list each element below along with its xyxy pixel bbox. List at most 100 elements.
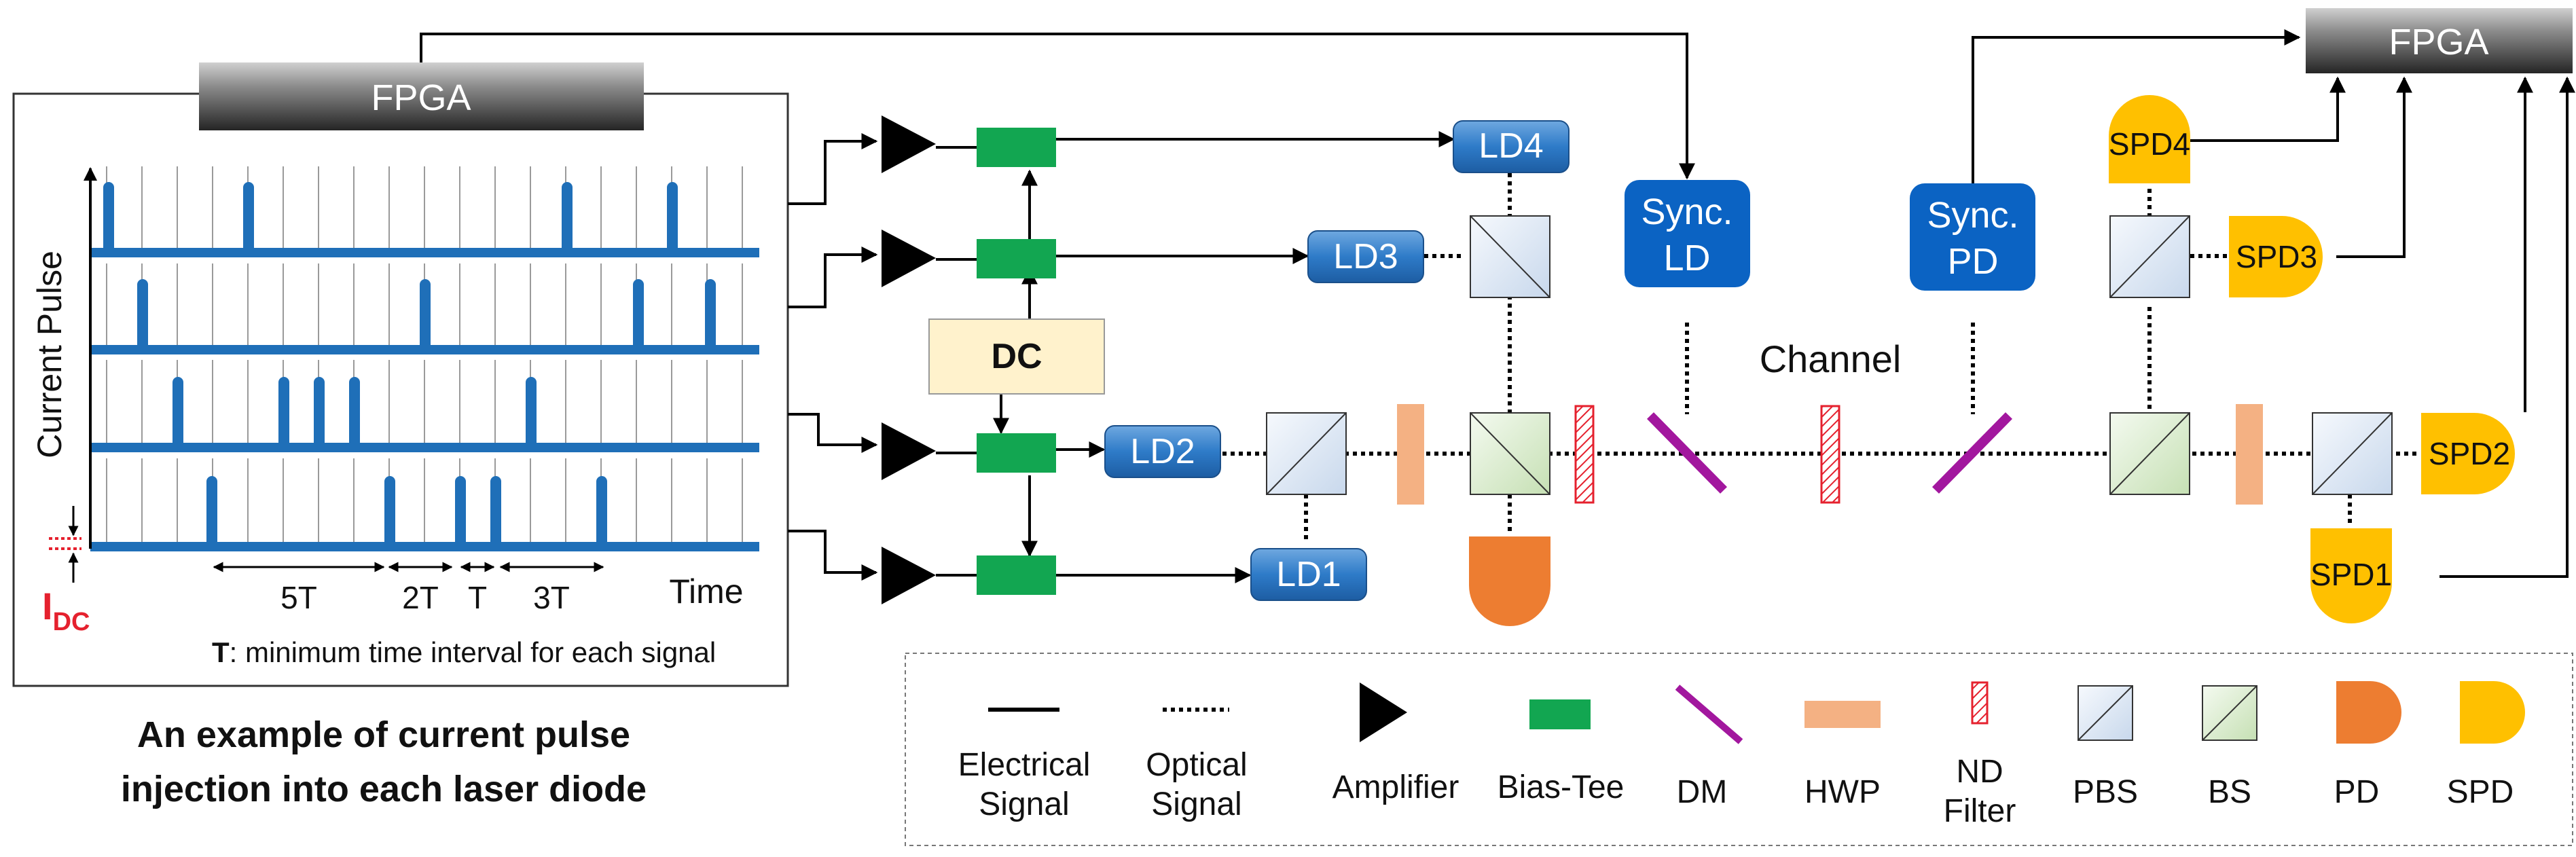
current-pulse xyxy=(384,476,395,544)
current-pulse xyxy=(705,279,716,347)
legend-electrical-line1: Electrical xyxy=(958,747,1091,783)
pd-icon xyxy=(2336,681,2401,744)
sync-ld-line1: Sync. xyxy=(1641,192,1733,232)
legend-hwp: HWP xyxy=(1804,774,1881,810)
legend-bs: BS xyxy=(2208,774,2251,810)
spd1-label: SPD1 xyxy=(2310,557,2392,592)
sync-ld-line2: LD xyxy=(1663,238,1710,278)
ld1-label: LD1 xyxy=(1276,555,1341,594)
bias-tees xyxy=(977,128,1056,595)
legend-optical-line2: Signal xyxy=(1151,786,1241,822)
bs-cube xyxy=(2109,412,2190,495)
pulse-traces xyxy=(90,166,759,551)
pulse-baseline xyxy=(90,443,759,452)
current-pulse xyxy=(420,279,431,347)
dichroic-mirror-icon xyxy=(1647,412,1727,494)
ld2-label: LD2 xyxy=(1130,432,1195,471)
channel-label: Channel xyxy=(1760,338,1902,380)
amplifier-icon xyxy=(1360,682,1407,742)
legend-spd: SPD xyxy=(2447,774,2514,810)
pbs-cube xyxy=(2312,412,2393,495)
y-axis-label: Current Pulse xyxy=(31,251,69,458)
current-pulse xyxy=(633,279,644,347)
amplifier-icon xyxy=(882,422,936,480)
current-pulse xyxy=(137,279,148,347)
current-pulse xyxy=(455,476,466,544)
legend-bias-tee: Bias-Tee xyxy=(1498,769,1625,805)
pbs-cube xyxy=(2109,215,2190,298)
bs-cube xyxy=(1470,412,1550,495)
amplifiers xyxy=(882,115,936,604)
nd-filter-icon xyxy=(1820,405,1840,504)
fpga-right: FPGA xyxy=(2306,8,2573,73)
legend-optical-line1: Optical xyxy=(1146,747,1247,783)
legend-pbs: PBS xyxy=(2073,774,2138,810)
pulse-panel: Current Pulse IDC 5T 2T T 3T Time T: min… xyxy=(12,92,789,687)
ld1: LD1 xyxy=(1250,548,1367,601)
legend-pd: PD xyxy=(2334,774,2380,810)
current-pulse xyxy=(562,182,573,250)
pulse-baseline xyxy=(90,345,759,354)
spd3-label: SPD3 xyxy=(2236,239,2317,274)
pbs-cube xyxy=(1266,412,1347,495)
ld2: LD2 xyxy=(1104,425,1221,478)
current-pulse xyxy=(667,182,678,250)
fpga-left-label: FPGA xyxy=(371,77,471,118)
ld4-label: LD4 xyxy=(1479,126,1543,166)
legend: Electrical Signal Optical Signal Amplifi… xyxy=(905,653,2573,846)
pulse-baseline xyxy=(90,248,759,257)
interval-note: T: minimum time interval for each signal xyxy=(212,636,716,668)
current-pulse xyxy=(596,476,607,544)
x-axis-label: Time xyxy=(669,572,743,610)
caption-line-1: An example of current pulse xyxy=(137,714,630,755)
dc-label: DC xyxy=(991,337,1042,376)
caption-line-2: injection into each laser diode xyxy=(121,769,647,809)
pulse-baseline xyxy=(90,542,759,551)
current-pulse xyxy=(526,377,537,445)
spd-icon xyxy=(2460,681,2525,744)
ld3: LD3 xyxy=(1307,230,1424,283)
fpga-right-label: FPGA xyxy=(2389,22,2488,62)
fpga-left: FPGA xyxy=(199,62,644,130)
legend-dm: DM xyxy=(1677,774,1728,810)
current-pulse xyxy=(243,182,254,250)
interval-3t: 3T xyxy=(533,580,570,615)
ld3-label: LD3 xyxy=(1333,237,1398,276)
pd-icon xyxy=(1469,536,1550,626)
current-pulse xyxy=(314,377,325,445)
dc-source: DC xyxy=(928,318,1105,395)
legend-nd-line2: Filter xyxy=(1944,793,2016,829)
ld4: LD4 xyxy=(1453,120,1570,173)
interval-2t: 2T xyxy=(402,580,439,615)
amplifier-icon xyxy=(882,115,936,173)
spd2: SPD2 xyxy=(2421,413,2515,494)
spd2-label: SPD2 xyxy=(2429,436,2510,471)
sync-ld: Sync. LD xyxy=(1625,180,1750,287)
sync-pd: Sync. PD xyxy=(1910,183,2035,291)
half-wave-plate-icon xyxy=(1804,701,1881,728)
sync-pd-line1: Sync. xyxy=(1927,195,2018,236)
bias-tee-icon xyxy=(977,433,1056,473)
pbs-cube xyxy=(1470,215,1550,298)
idc-label: IDC xyxy=(42,585,90,636)
dichroic-mirror-icon xyxy=(1675,685,1743,744)
bias-tee-icon xyxy=(1529,699,1591,729)
amplifier-icon xyxy=(882,547,936,604)
legend-electrical-line2: Signal xyxy=(979,786,1069,822)
nd-filter-icon xyxy=(1971,681,1989,725)
dichroic-mirror-icon xyxy=(1932,412,2012,494)
legend-nd-line1: ND xyxy=(1956,754,2003,790)
current-pulse xyxy=(278,377,289,445)
current-pulse xyxy=(206,476,217,544)
legend-amplifier: Amplifier xyxy=(1332,769,1459,805)
spd1: SPD1 xyxy=(2310,528,2392,623)
current-pulse xyxy=(173,377,183,445)
bias-tee-icon xyxy=(977,555,1056,595)
interval-t: T xyxy=(468,580,487,615)
electrical-wires xyxy=(420,29,2575,583)
interval-5t: 5T xyxy=(280,580,317,615)
sync-pd-line2: PD xyxy=(1947,241,1998,282)
current-pulse xyxy=(490,476,501,544)
spd3: SPD3 xyxy=(2229,216,2323,297)
